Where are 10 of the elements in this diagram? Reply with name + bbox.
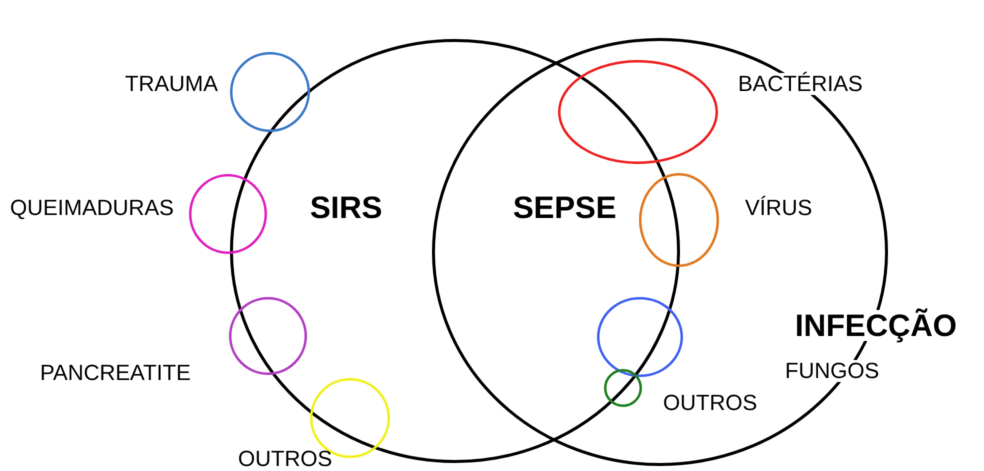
category-label: BACTÉRIAS [738, 73, 863, 95]
category-label: OUTROS [238, 448, 332, 470]
intersection-label: SEPSE [513, 192, 616, 223]
category-label: QUEIMADURAS [10, 197, 174, 219]
category-label: OUTROS [663, 392, 758, 414]
set-label: INFECÇÃO [795, 310, 957, 341]
category-label: TRAUMA [125, 73, 218, 95]
category-label: PANCREATITE [40, 362, 191, 384]
category-label: FUNGOS [785, 360, 880, 382]
category-label: VÍRUS [745, 197, 812, 219]
